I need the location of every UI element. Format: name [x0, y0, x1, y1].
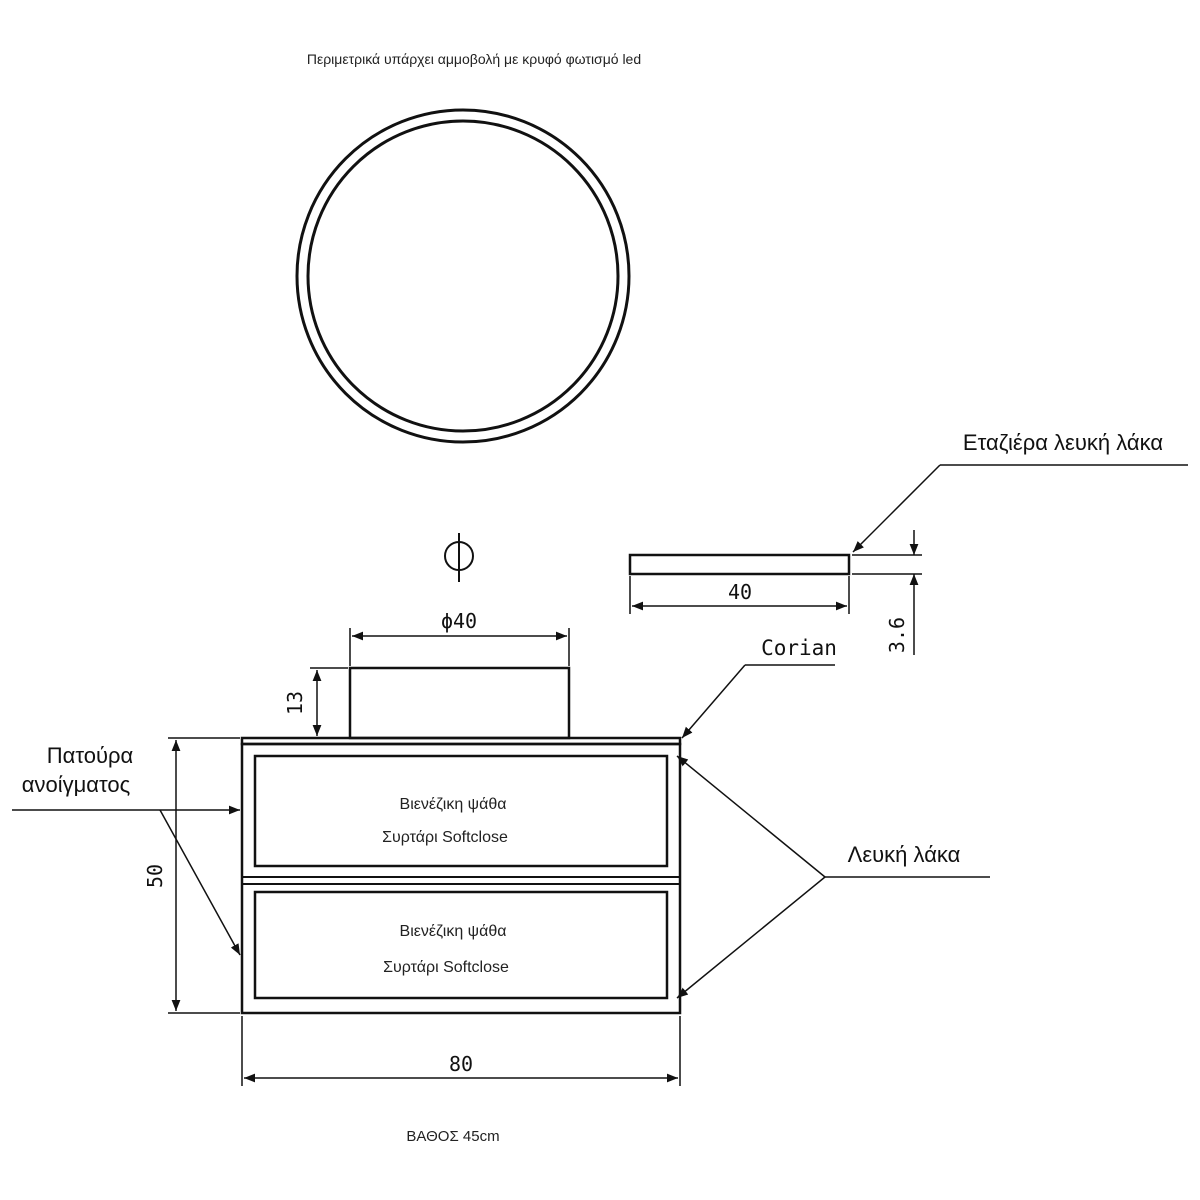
header-note: Περιμετρικά υπάρχει αμμοβολή με κρυφό φω… [307, 51, 641, 67]
shelf [628, 553, 851, 576]
shelf-thickness-dimension: 3.6 [852, 530, 922, 655]
shelf-label: Εταζιέρα λευκή λάκα [963, 430, 1163, 455]
sink-diameter-value: ϕ40 [441, 609, 477, 633]
sink-diameter-dimension: ϕ40 [349, 609, 570, 666]
corian-leader: Corian [681, 636, 837, 739]
cabinet-width-value: 80 [449, 1052, 473, 1076]
lacquer-label: Λευκή λάκα [848, 842, 961, 867]
shelf-width-dimension: 40 [629, 576, 850, 614]
diameter-symbol-icon [444, 533, 474, 582]
shelf-leader: Εταζιέρα λευκή λάκα [852, 430, 1188, 553]
cabinet-width-dimension: 80 [241, 1016, 681, 1086]
shelf-width-value: 40 [728, 580, 752, 604]
drawer-type: Συρτάρι Softclose [383, 959, 509, 976]
plinth-label-line2: ανοίγματος [22, 772, 130, 797]
drawer-type: Συρτάρι Softclose [382, 829, 508, 846]
sink-bowl [348, 666, 571, 740]
cabinet-height-value: 50 [143, 864, 167, 888]
shelf-thickness-value: 3.6 [885, 617, 909, 653]
drawer-bottom: Βιενέζικη ψάθα Συρτάρι Softclose [253, 890, 669, 1000]
corian-label: Corian [761, 636, 837, 660]
plinth-label-line1: Πατούρα [47, 743, 134, 768]
cabinet-height-dimension: 50 [143, 737, 240, 1014]
plinth-callout: Πατούρα ανοίγματος [12, 743, 241, 956]
sink-height-dimension: 13 [283, 667, 348, 736]
lacquer-callout: Λευκή λάκα [676, 755, 990, 999]
depth-note: ΒΑΘΟΣ 45cm [406, 1128, 499, 1145]
round-mirror [295, 108, 631, 444]
drawer-material: Βιενέζικη ψάθα [400, 796, 507, 813]
drawer-top: Βιενέζικη ψάθα Συρτάρι Softclose [253, 754, 669, 868]
sink-height-value: 13 [283, 691, 307, 715]
cabinet [240, 742, 682, 1015]
drawer-material: Βιενέζικη ψάθα [400, 923, 507, 940]
